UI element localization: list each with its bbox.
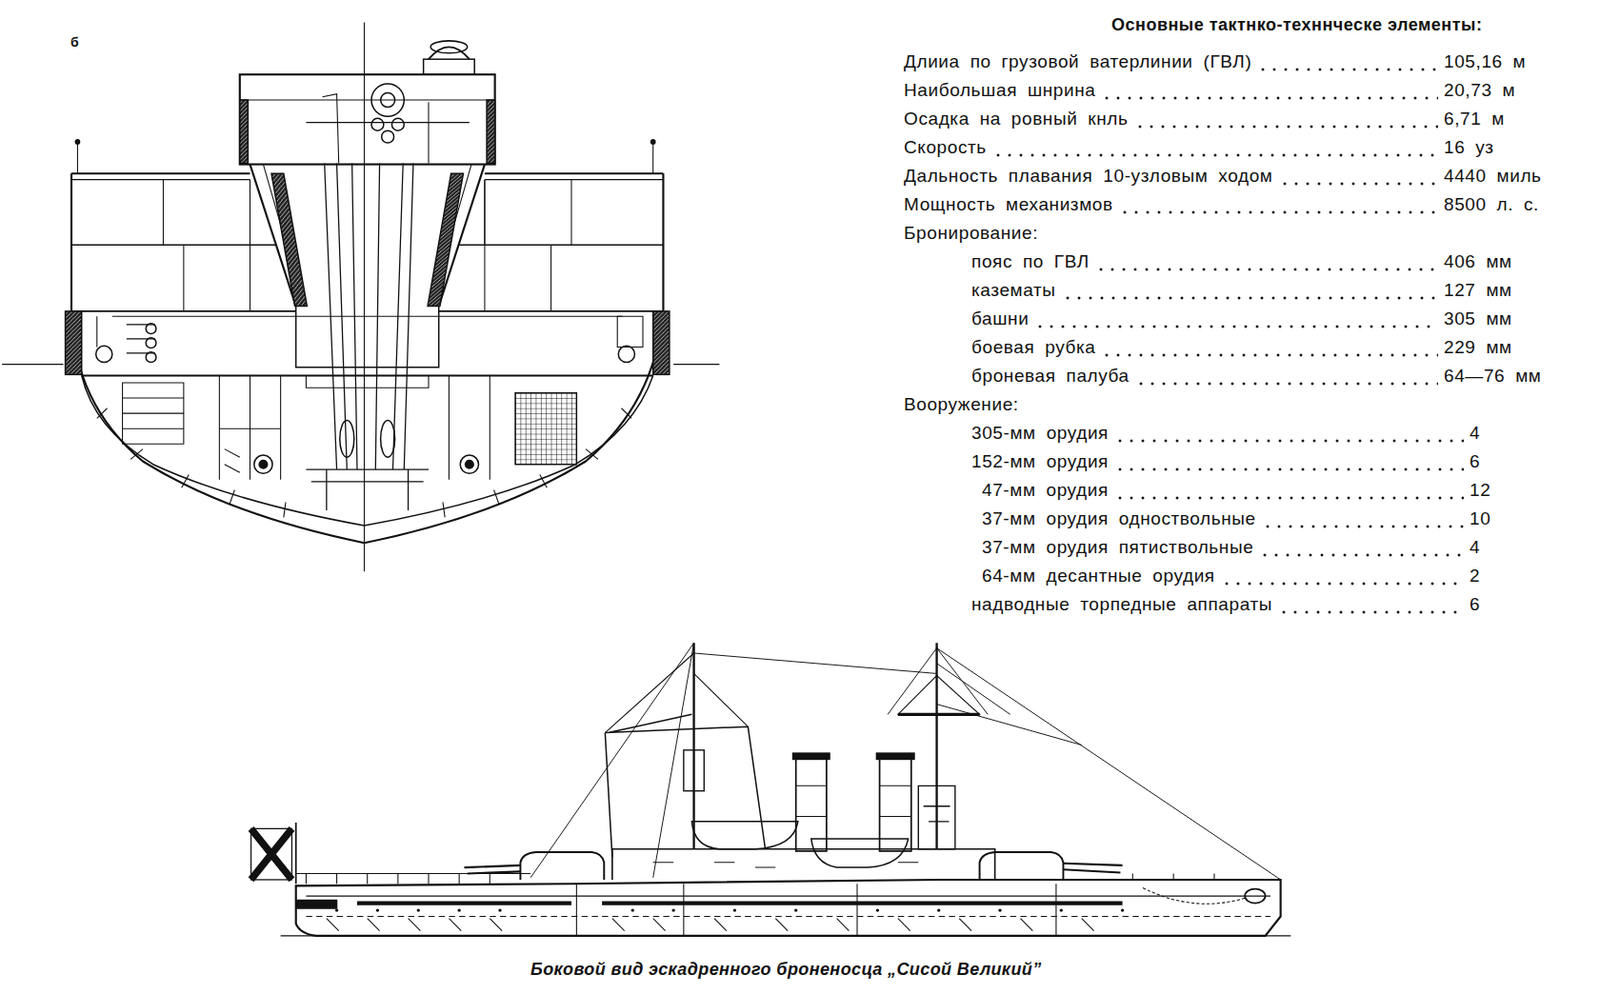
dot-leader xyxy=(1114,450,1464,474)
spec-name: броневая палуба xyxy=(971,364,1130,388)
spec-name: 37-мм орудия пятиствольные xyxy=(981,536,1254,560)
spec-value: 20,73 м xyxy=(1443,79,1516,102)
spec-name: Дальность плавания 10-узловым ходом xyxy=(903,164,1274,188)
spec-name: Бронирование: xyxy=(903,221,1039,245)
dot-leader xyxy=(1034,307,1439,331)
table-title: Основные тактнко-техннческе элементы: xyxy=(1111,13,1482,37)
spec-value: 2 xyxy=(1469,564,1480,588)
spec-name: пояс по ГВЛ xyxy=(971,250,1090,274)
spec-value: 10 xyxy=(1469,507,1491,531)
spec-name: Мощность механизмов xyxy=(903,193,1114,217)
dot-leader xyxy=(1279,164,1440,188)
spec-value: 12 xyxy=(1469,479,1491,502)
dot-leader xyxy=(1135,364,1439,388)
spec-name: казематы xyxy=(971,279,1057,302)
spec-value: 406 мм xyxy=(1443,250,1513,274)
spec-value: 4 xyxy=(1469,421,1480,445)
spec-value: 6 xyxy=(1469,450,1480,474)
figure-letter: б xyxy=(70,30,80,54)
spec-value: 229 мм xyxy=(1443,336,1513,360)
spec-value: 4 xyxy=(1469,536,1480,560)
dot-leader xyxy=(1095,250,1439,274)
spec-value: 127 мм xyxy=(1443,279,1513,302)
side-view xyxy=(251,642,1292,937)
dot-leader xyxy=(1257,50,1439,74)
dot-leader xyxy=(1100,79,1439,102)
dot-leader xyxy=(1261,507,1464,531)
spec-name: Вооружение: xyxy=(903,393,1020,417)
dot-leader xyxy=(1114,421,1464,445)
dot-leader xyxy=(1100,336,1439,360)
spec-value: 16 уз xyxy=(1443,136,1495,160)
spec-value: 4440 миль xyxy=(1443,164,1542,188)
cross-section xyxy=(1,22,720,573)
spec-name: Скорость xyxy=(903,136,987,160)
spec-value: 8500 л. с. xyxy=(1443,193,1540,217)
spec-value: 105,16 м xyxy=(1443,50,1526,74)
dot-leader xyxy=(1134,107,1439,131)
figure-caption: Боковой вид эскадренного броненосца „Сис… xyxy=(530,958,1042,981)
dot-leader xyxy=(1114,479,1464,502)
spec-name: 305-мм орудия xyxy=(971,421,1109,445)
spec-name: Осадка на ровный кнль xyxy=(903,107,1129,131)
spec-value: 305 мм xyxy=(1443,307,1513,331)
spec-name: 37-мм орудия одноствольные xyxy=(981,507,1257,531)
spec-name: Наибольшая шнрина xyxy=(903,79,1096,102)
spec-value: 64—76 мм xyxy=(1443,364,1541,388)
dot-leader xyxy=(1278,593,1464,617)
spec-name: Длииа по грузовой ватерлинии (ГВЛ) xyxy=(903,50,1252,74)
dot-leader xyxy=(1220,564,1464,588)
spec-name: 47-мм орудия xyxy=(981,479,1109,502)
dot-leader xyxy=(992,136,1439,160)
dot-leader xyxy=(1061,279,1439,302)
spec-name: 152-мм орудия xyxy=(971,450,1109,474)
spec-name: надводные торпедные аппараты xyxy=(971,593,1273,617)
dot-leader xyxy=(1119,193,1439,217)
spec-value: 6 xyxy=(1469,593,1480,617)
spec-value: 6,71 м xyxy=(1443,107,1505,131)
spec-name: боевая рубка xyxy=(971,336,1096,360)
spec-name: башни xyxy=(971,307,1029,331)
dot-leader xyxy=(1259,536,1464,560)
spec-name: 64-мм десантные орудия xyxy=(981,564,1216,588)
